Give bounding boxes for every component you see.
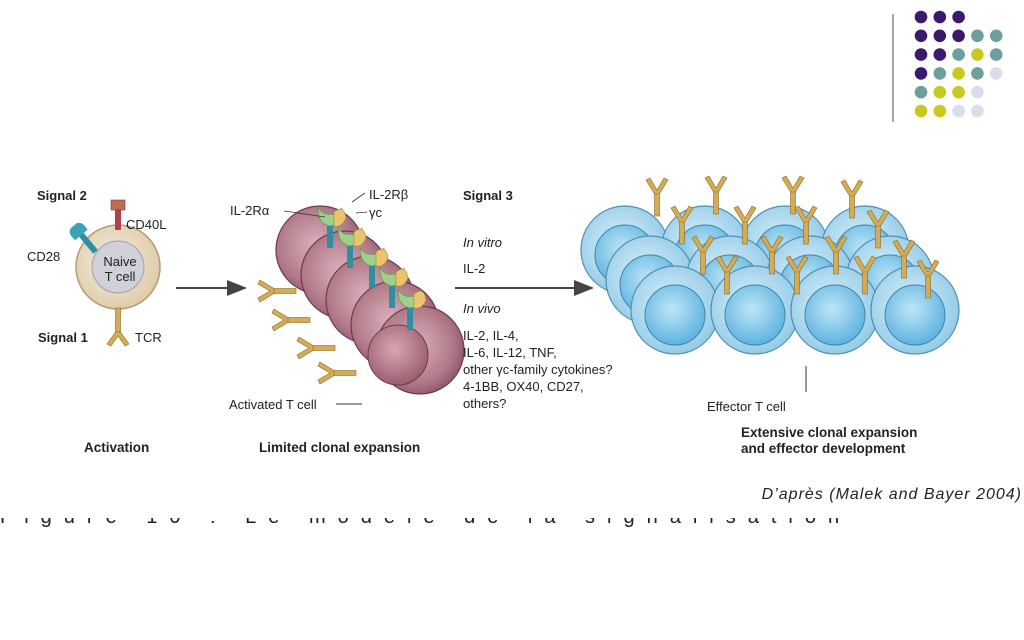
gamma-c-label: γc bbox=[369, 205, 382, 220]
decor-dot bbox=[915, 11, 928, 24]
truncated-caption-line: Figure 10 : Le modèle de la signalisatio… bbox=[0, 518, 1024, 528]
il2rb-label: IL-2Rβ bbox=[369, 187, 408, 202]
in-vitro-il2: IL-2 bbox=[463, 261, 485, 276]
tcr-receptor bbox=[646, 178, 668, 216]
decor-dot bbox=[952, 30, 965, 43]
decor-dot bbox=[952, 67, 965, 80]
signal-1-label: Signal 1 bbox=[38, 330, 88, 345]
in-vivo-label: In vivo bbox=[463, 301, 501, 316]
in-vivo-line-2: IL-6, IL-12, TNF, bbox=[463, 345, 557, 360]
decor-dot bbox=[934, 11, 947, 24]
decor-dot bbox=[990, 67, 1003, 80]
in-vivo-line-1: IL-2, IL-4, bbox=[463, 328, 519, 343]
decor-dot bbox=[934, 86, 947, 99]
decor-dot bbox=[952, 11, 965, 24]
activated-t-cells bbox=[258, 206, 464, 394]
source-credit: D’après (Malek and Bayer 2004) bbox=[762, 486, 1022, 504]
decor-dot bbox=[915, 48, 928, 61]
signal-2-label: Signal 2 bbox=[37, 188, 87, 203]
decor-dot bbox=[915, 67, 928, 80]
decor-dot bbox=[971, 105, 984, 118]
decor-dot bbox=[971, 86, 984, 99]
cd28-label: CD28 bbox=[27, 249, 60, 264]
decor-dot bbox=[934, 105, 947, 118]
tcr-receptor bbox=[272, 309, 310, 331]
decor-dot bbox=[915, 30, 928, 43]
decor-dot bbox=[915, 86, 928, 99]
cd40l-molecule bbox=[115, 208, 121, 230]
decor-dot bbox=[990, 30, 1003, 43]
caption-extensive-line2: and effector development bbox=[741, 441, 905, 456]
effector-t-cells bbox=[581, 176, 959, 354]
tcr-receptor bbox=[107, 308, 129, 346]
tcr-receptor bbox=[258, 280, 296, 302]
tcr-receptor bbox=[318, 362, 356, 384]
decor-dot bbox=[952, 105, 965, 118]
decor-dot bbox=[915, 105, 928, 118]
activated-t-cell-label: Activated T cell bbox=[229, 397, 317, 412]
decor-dot bbox=[971, 67, 984, 80]
in-vivo-line-4: 4-1BB, OX40, CD27, bbox=[463, 379, 584, 394]
header-decoration bbox=[0, 0, 1024, 140]
decor-dot bbox=[934, 48, 947, 61]
effector-t-cell bbox=[871, 266, 959, 354]
in-vitro-label: In vitro bbox=[463, 235, 502, 250]
decor-dot bbox=[971, 30, 984, 43]
naive-label-line2: T cell bbox=[100, 269, 140, 284]
caption-activation: Activation bbox=[84, 440, 149, 455]
decor-dot bbox=[934, 67, 947, 80]
caption-extensive-line1: Extensive clonal expansion bbox=[741, 425, 917, 440]
tcr-label: TCR bbox=[135, 330, 162, 345]
cd40l-label: CD40L bbox=[126, 217, 166, 232]
effector-t-cell bbox=[631, 266, 719, 354]
tcr-receptor bbox=[297, 337, 335, 359]
il2ra-label: IL-2Rα bbox=[230, 203, 269, 218]
dot-grid-decoration bbox=[915, 11, 1003, 118]
decor-dot bbox=[971, 48, 984, 61]
decor-dot bbox=[934, 30, 947, 43]
caption-limited-expansion: Limited clonal expansion bbox=[259, 440, 420, 455]
effector-t-cell-label: Effector T cell bbox=[707, 399, 786, 414]
signal-3-label: Signal 3 bbox=[463, 188, 513, 203]
decor-dot bbox=[952, 86, 965, 99]
decor-dot bbox=[990, 48, 1003, 61]
naive-label-line1: Naive bbox=[100, 254, 140, 269]
decor-dot bbox=[952, 48, 965, 61]
in-vivo-line-5: others? bbox=[463, 396, 506, 411]
in-vivo-line-3: other γc-family cytokines? bbox=[463, 362, 613, 377]
